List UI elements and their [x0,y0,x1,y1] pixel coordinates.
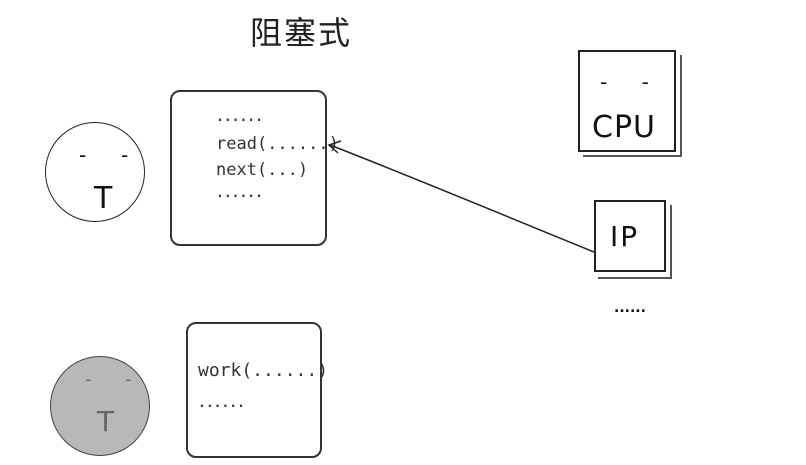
code-line-1: work(......) [198,360,329,381]
face-eye-left: - [85,369,92,390]
ip-label: IP [610,220,640,253]
active-thread-face: - - T [45,122,145,222]
cpu-label: CPU [592,110,656,145]
face-eye-left: - [79,143,87,167]
code-line-3: next(...) [216,160,309,180]
face-eye-right: - [125,369,132,390]
ip-ellipsis: ...... [614,300,646,316]
code-line-2: read(......) [216,134,339,154]
cpu-face: - - [600,70,663,94]
cpu-shadow [583,55,682,157]
ip-shadow [598,205,672,279]
face-eye-right: - [121,143,129,167]
ip-box: IP [594,200,666,272]
code-line-4: ...... [216,186,263,201]
waiting-thread-face: - - T [50,356,150,456]
face-mouth: T [97,405,115,438]
code-line-2: ...... [198,396,245,411]
active-code-box: ...... read(......) next(...) ...... [170,90,339,246]
code-line-1: ...... [216,110,263,125]
cpu-box: - - CPU [578,50,676,152]
diagram-title: 阻塞式 [250,14,353,52]
waiting-code-box: work(......) ...... [186,322,328,458]
face-mouth: T [94,181,113,216]
